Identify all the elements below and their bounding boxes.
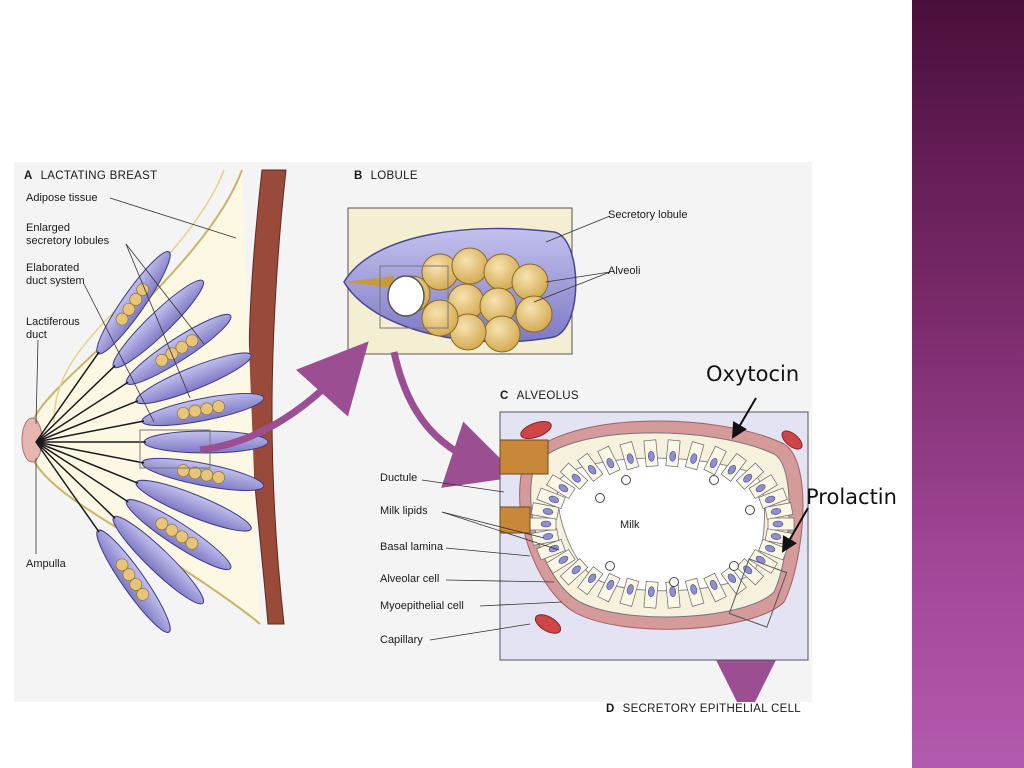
label-enlarged-lobules-1: Enlarged [26, 222, 71, 234]
oxytocin-arrow [731, 397, 757, 439]
arrow-b-to-c [390, 351, 519, 488]
arrow-a-to-b [199, 341, 369, 454]
label-adipose-tissue: Adipose tissue [26, 192, 98, 204]
chest-muscle [248, 169, 287, 625]
figure-drawing [21, 169, 809, 720]
label-ampulla: Ampulla [26, 558, 66, 570]
panel-a-breast [21, 169, 287, 633]
label-ductule: Ductule [380, 472, 418, 484]
panel-b-lobule [343, 207, 577, 355]
label-lactiferous-2: duct [26, 329, 47, 341]
label-alveoli: Alveoli [608, 265, 641, 277]
leader-lines [35, 197, 611, 641]
capillary [520, 420, 552, 440]
label-milk: Milk [620, 519, 640, 531]
alveoli-cluster [387, 247, 553, 353]
label-basal-lamina: Basal lamina [380, 541, 443, 553]
label-milk-lipids: Milk lipids [380, 505, 428, 517]
prolactin-arrow [781, 507, 809, 553]
label-lactiferous-1: Lactiferous [26, 316, 80, 328]
annotation-prolactin: Prolactin [806, 485, 897, 509]
annotation-oxytocin: Oxytocin [706, 362, 800, 386]
alveolar-cells [529, 439, 795, 609]
label-alveolar-cell: Alveolar cell [380, 573, 440, 585]
label-secretory-lobule: Secretory lobule [608, 209, 688, 221]
label-myoepithelial-cell: Myoepithelial cell [380, 600, 464, 612]
panel-c-alveolus [499, 411, 809, 661]
label-duct-system-2: duct system [26, 275, 85, 287]
label-capillary: Capillary [380, 634, 423, 646]
ductule [499, 439, 549, 475]
label-enlarged-lobules-2: secretory lobules [26, 235, 110, 247]
decorative-side-band [912, 0, 1024, 768]
label-duct-system-1: Elaborated [26, 262, 80, 274]
